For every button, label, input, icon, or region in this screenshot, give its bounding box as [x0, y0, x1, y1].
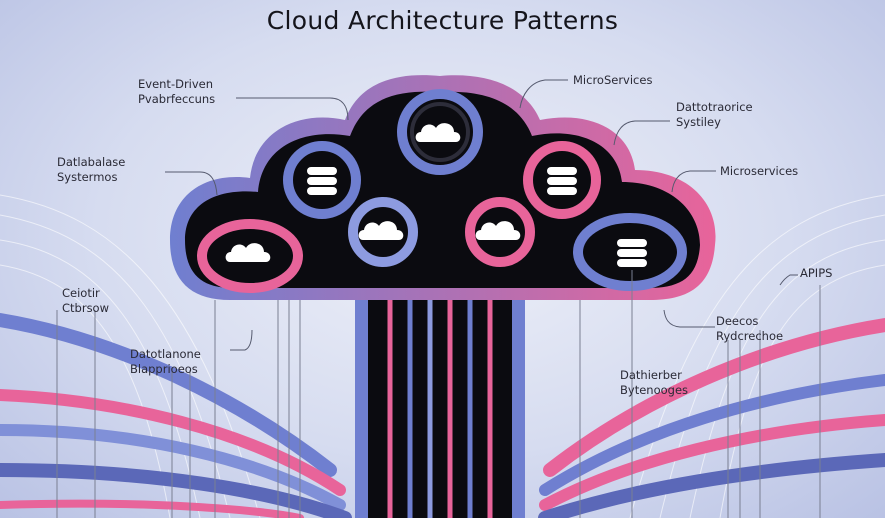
label-apips: APIPS: [800, 266, 832, 281]
left-waves: [0, 313, 352, 518]
label-line: Systiley: [676, 115, 721, 129]
label-line: Microservices: [720, 164, 799, 178]
label-line: MicroServices: [573, 73, 653, 87]
label-microservices: Microservices: [720, 164, 798, 179]
label-line: APIPS: [800, 266, 833, 280]
page-title: Cloud Architecture Patterns: [266, 6, 619, 35]
label-line: Pvabrfeccuns: [138, 92, 216, 106]
node-rings: [197, 89, 687, 293]
label-line: Datotlanone: [130, 347, 201, 361]
label-line: Dattotraorice: [676, 100, 753, 114]
label-line: Datlabalase: [57, 155, 126, 169]
label-line: Rydcrechoe: [716, 329, 784, 343]
cloud-icon: [415, 123, 461, 142]
cloud-icon: [225, 243, 271, 262]
leader-lines: [56, 79, 821, 518]
database-icon: [307, 167, 337, 195]
label-microservices-top: MicroServices: [573, 73, 652, 88]
cloud-icon: [475, 221, 521, 240]
database-icon: [617, 239, 647, 267]
label-line: Systermos: [57, 170, 118, 184]
database-icon: [547, 167, 577, 195]
label-line: Ceiotir: [62, 286, 100, 300]
label-line: Deecos: [716, 314, 759, 328]
label-line: Blapprioeos: [130, 362, 198, 376]
label-line: Ctbrsow: [62, 301, 109, 315]
label-line: Event-Driven: [138, 77, 214, 91]
canopy: [170, 75, 716, 300]
trunk: [355, 240, 525, 518]
label-line: Bytenooges: [620, 383, 689, 397]
cloud-icon: [358, 221, 404, 240]
label-line: Dathierber: [620, 368, 682, 382]
